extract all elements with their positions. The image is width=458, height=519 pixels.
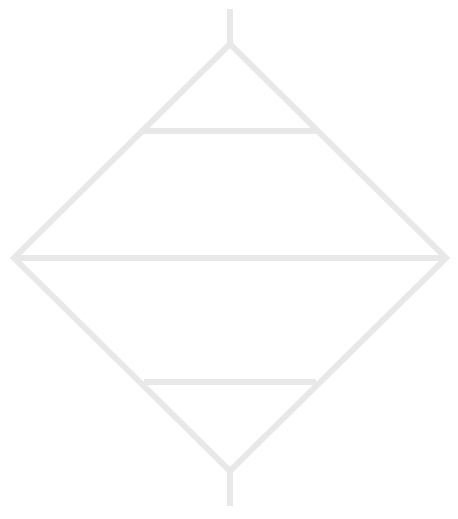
diamond-hatched-symbol-icon	[9, 9, 451, 506]
